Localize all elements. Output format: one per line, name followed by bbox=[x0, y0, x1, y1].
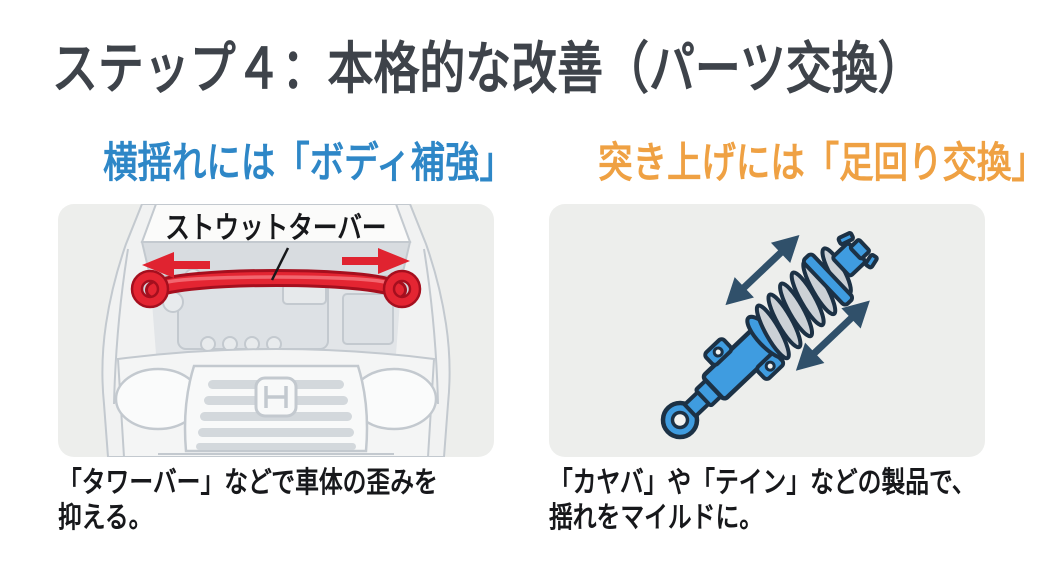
left-arrow-icon bbox=[142, 252, 210, 278]
mounting-brackets bbox=[703, 337, 786, 381]
right-caption-line2: 揺れをマイルドに。 bbox=[549, 502, 764, 534]
strut-bar-label: ストウットターバー bbox=[165, 212, 387, 245]
coilover-assembly bbox=[660, 231, 879, 440]
coilover-illustration bbox=[660, 231, 879, 440]
right-caption: 「カヤバ」や「テイン」などの製品で、 揺れをマイルドに。 bbox=[549, 466, 1019, 536]
car-body-line-art bbox=[101, 204, 451, 457]
stroke-direction-arrow-icon-upper bbox=[725, 234, 800, 306]
left-caption-line1: 「タワーバー」などで車体の歪みを bbox=[58, 467, 438, 499]
engine-bay-illustration-panel: ストウットターバー bbox=[58, 204, 494, 457]
right-caption-line1: 「カヤバ」や「テイン」などの製品で、 bbox=[549, 467, 976, 499]
left-section-heading: 横揺れには「ボディ補強」 bbox=[103, 139, 514, 186]
left-caption: 「タワーバー」などで車体の歪みを 抑える。 bbox=[58, 466, 528, 536]
label-pointer-line bbox=[270, 247, 290, 281]
engine-bay-illustration bbox=[101, 204, 451, 457]
left-caption-line2: 抑える。 bbox=[58, 502, 153, 534]
page-title-text: ステップ４：本格的な改善（パーツ交換） bbox=[52, 37, 924, 100]
h-logo bbox=[254, 376, 298, 418]
lower-eyelet bbox=[660, 400, 700, 440]
right-section-heading: 突き上げには「足回り交換」 bbox=[598, 139, 1038, 186]
upper-mount bbox=[801, 231, 879, 307]
strut-tower-bar bbox=[130, 269, 422, 309]
page-title: ステップ４：本格的な改善（パーツ交換） bbox=[52, 38, 1038, 100]
coilover-illustration-panel bbox=[549, 204, 985, 457]
coil-spring bbox=[754, 246, 853, 361]
right-arrow-icon bbox=[342, 248, 410, 274]
stroke-direction-arrow-icon-lower bbox=[795, 300, 870, 371]
